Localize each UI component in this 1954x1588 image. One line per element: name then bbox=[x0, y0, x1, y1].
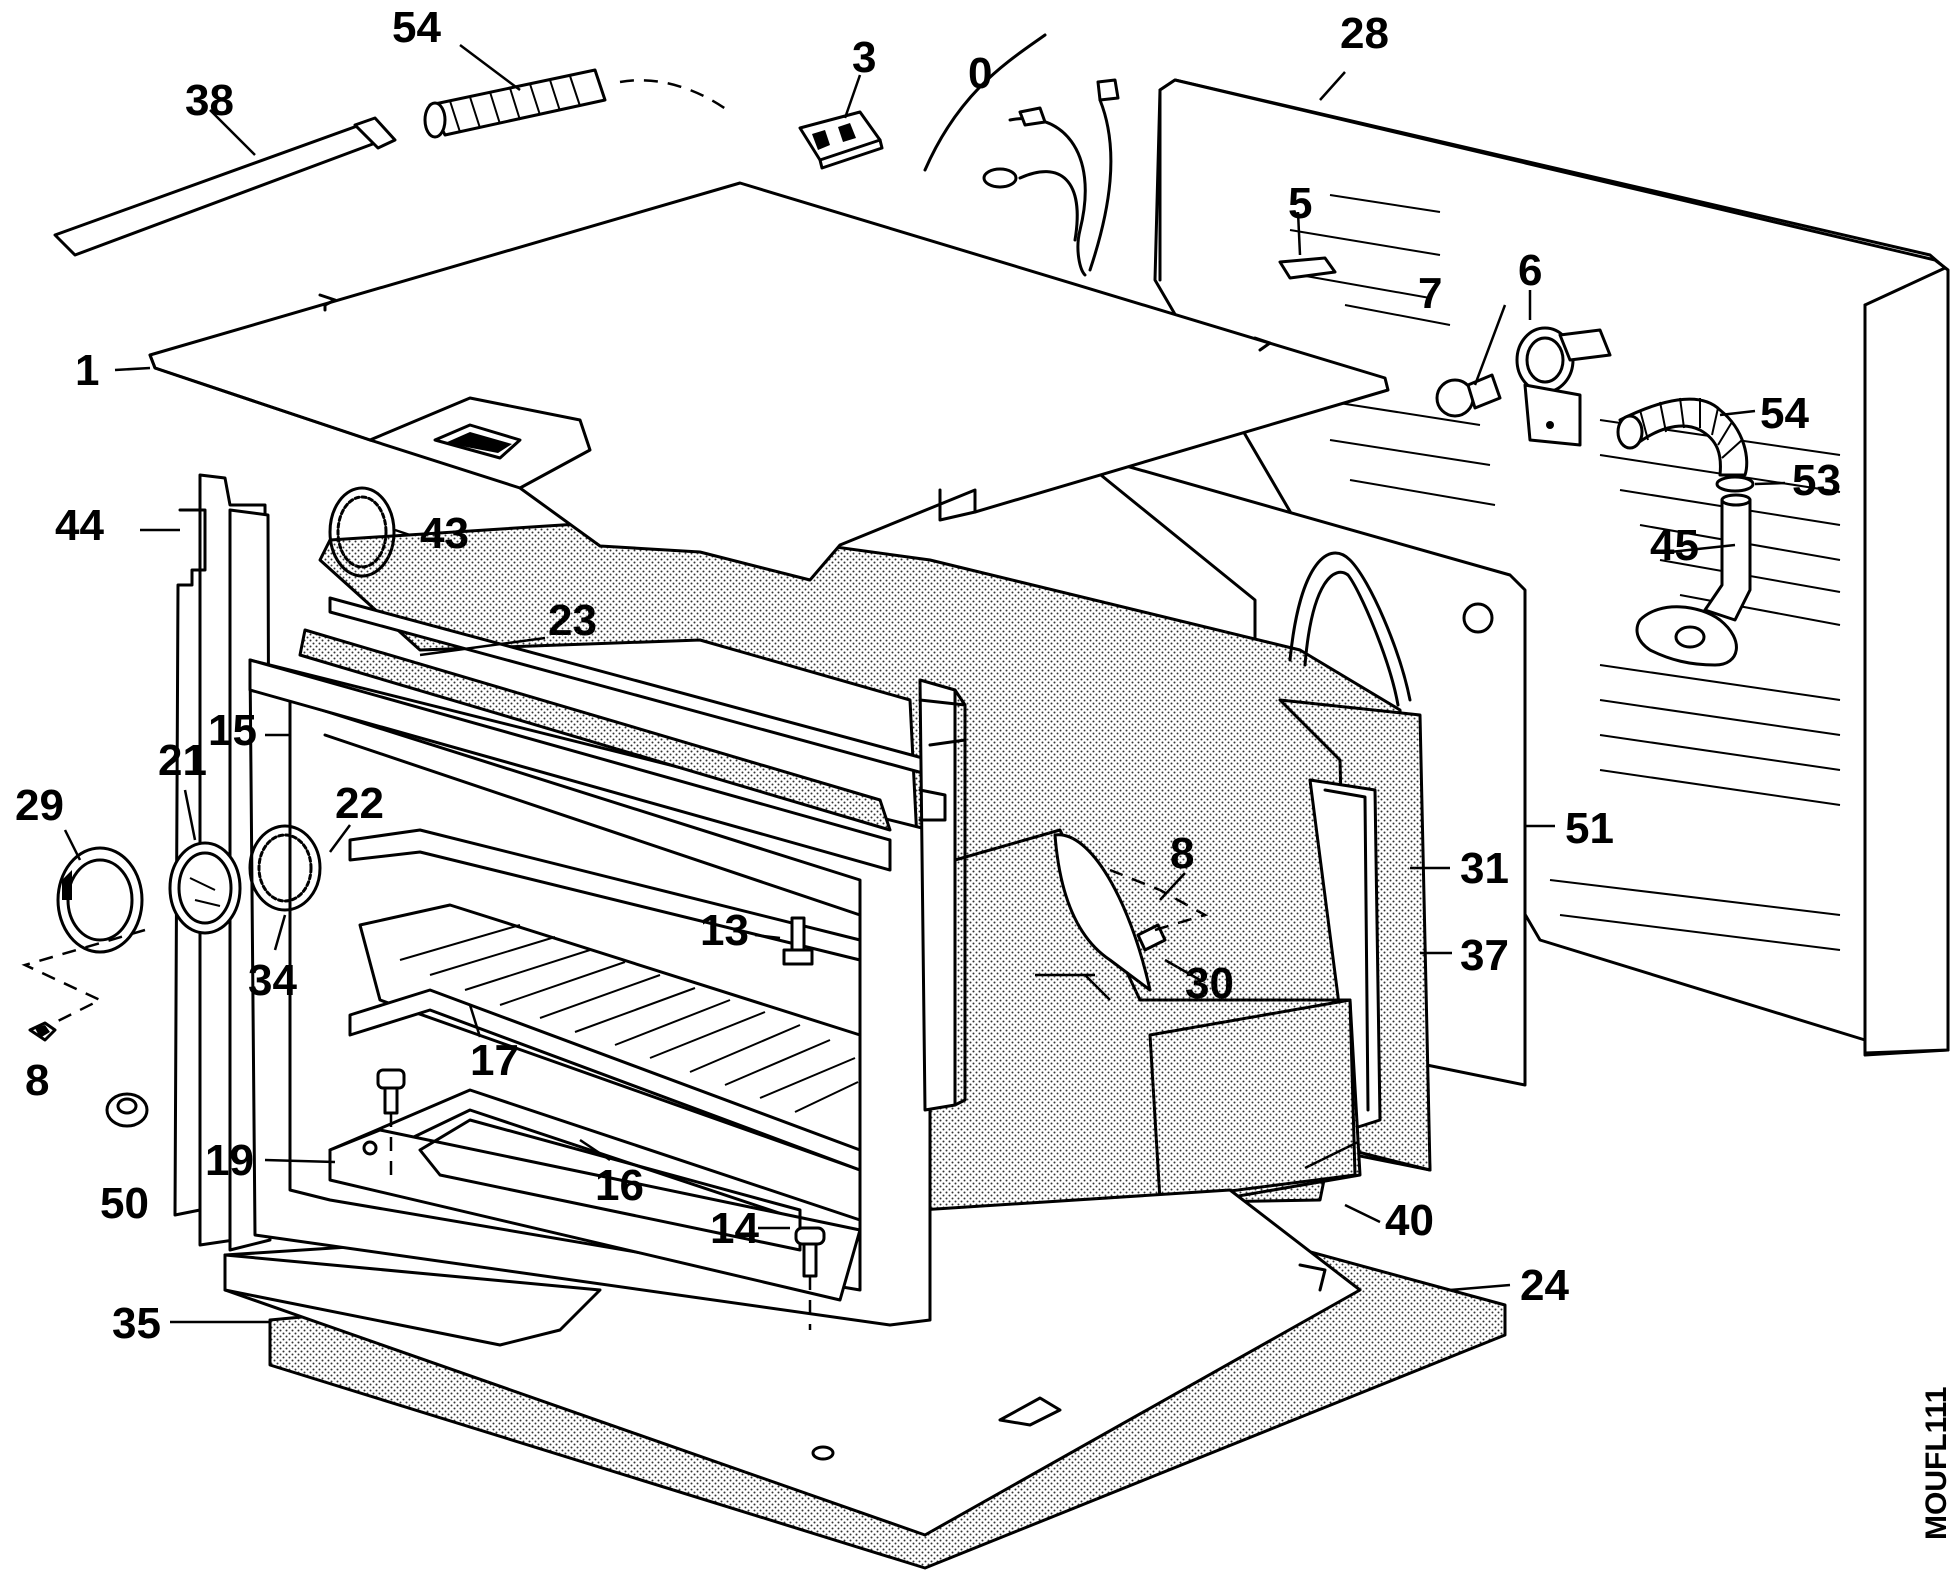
screw-8-left bbox=[28, 1021, 57, 1042]
spacer-50 bbox=[105, 1092, 149, 1128]
callout-35: 38 bbox=[185, 76, 234, 125]
tube-35 bbox=[53, 116, 397, 257]
callout-51: 51 bbox=[1565, 804, 1614, 853]
callout-30: 30 bbox=[1185, 959, 1234, 1008]
callout-40: 35 bbox=[112, 1299, 161, 1348]
leader-lines bbox=[63, 44, 1786, 1324]
gasket-43 bbox=[328, 486, 396, 578]
callout-53: 53 bbox=[1792, 456, 1841, 505]
callout-14: 14 bbox=[710, 1204, 759, 1253]
callout-38: 40 bbox=[1385, 1196, 1434, 1245]
callout-29: 29 bbox=[15, 781, 64, 830]
lamp-glass-21 bbox=[168, 841, 242, 935]
callout-37: 37 bbox=[1460, 931, 1509, 980]
callout-5: 5 bbox=[1288, 179, 1312, 228]
callout-22: 22 bbox=[335, 779, 384, 828]
callout-24: 24 bbox=[1520, 1261, 1569, 1310]
screw-8-right bbox=[1109, 868, 1209, 952]
callout-15: 15 bbox=[208, 706, 257, 755]
callout-43: 43 bbox=[420, 509, 469, 558]
callout-7: 7 bbox=[1418, 269, 1442, 318]
callout-8-right: 8 bbox=[1170, 829, 1194, 878]
screw-14 bbox=[794, 1226, 826, 1330]
diagram-code-label: MOUFL111 bbox=[1920, 1387, 1953, 1540]
lamp-holder-6 bbox=[1515, 326, 1612, 447]
wiring-0 bbox=[923, 33, 1120, 277]
callout-44: 44 bbox=[55, 501, 104, 550]
lamp-ring-29 bbox=[56, 846, 144, 954]
terminal-block-3 bbox=[798, 110, 884, 170]
clip-5 bbox=[1278, 256, 1337, 280]
heating-element bbox=[1288, 551, 1412, 1130]
callout-0: 0 bbox=[968, 49, 992, 98]
callout-13: 13 bbox=[700, 906, 749, 955]
pipe-45 bbox=[1635, 493, 1752, 667]
callout-45: 45 bbox=[1650, 521, 1699, 570]
hose-54-right bbox=[1616, 397, 1749, 477]
top-cover bbox=[148, 181, 1390, 582]
callout-54-right: 54 bbox=[1760, 389, 1809, 438]
callout-19: 19 bbox=[205, 1136, 254, 1185]
callout-21: 21 bbox=[158, 736, 207, 785]
callout-34: 34 bbox=[248, 956, 297, 1005]
callout-54-top: 54 bbox=[392, 3, 441, 52]
callout-28: 28 bbox=[1340, 9, 1389, 58]
callout-6: 6 bbox=[1518, 246, 1542, 295]
callout-3: 3 bbox=[852, 33, 876, 82]
callout-16: 16 bbox=[595, 1161, 644, 1210]
callout-8-left: 8 bbox=[25, 1056, 49, 1105]
screw-13 bbox=[782, 916, 814, 966]
gasket-34 bbox=[248, 824, 322, 912]
shelf-22 bbox=[348, 828, 862, 962]
floor-plate bbox=[223, 1188, 1507, 1570]
callout-1: 1 bbox=[75, 346, 99, 395]
screw-19 bbox=[376, 1068, 406, 1175]
callout-labels: 54 3 0 28 38 5 7 6 1 54 53 44 43 45 23 1… bbox=[15, 3, 1841, 1348]
callout-31: 31 bbox=[1460, 844, 1509, 893]
callout-50: 50 bbox=[100, 1179, 149, 1228]
wire-rack-17 bbox=[348, 903, 862, 1172]
callout-17: 17 bbox=[470, 1036, 519, 1085]
callout-23: 23 bbox=[548, 596, 597, 645]
hose-54-top bbox=[423, 68, 731, 139]
ring-53 bbox=[1715, 475, 1755, 493]
